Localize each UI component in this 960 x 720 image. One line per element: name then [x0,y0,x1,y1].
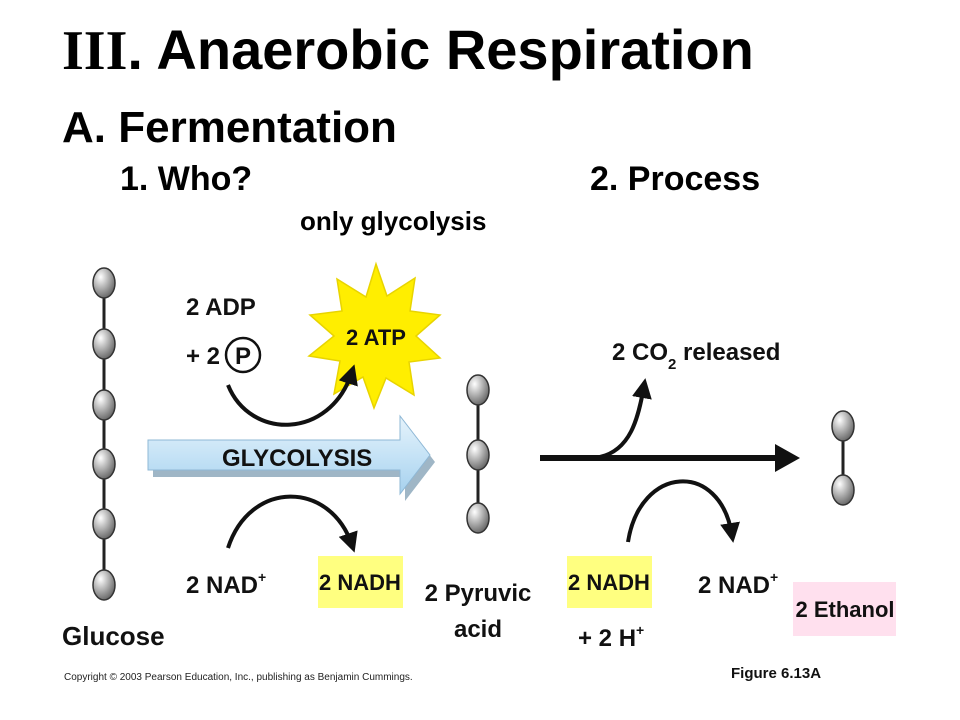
nadh-right-label: 2 NADH [568,570,650,595]
title-text: . Anaerobic Respiration [127,18,754,81]
phosphate-icon: P [224,336,262,374]
phosphate-label: P [235,343,251,370]
slide-title: III. Anaerobic Respiration [62,20,754,82]
adp-label: 2 ADP [186,294,256,321]
nad-left-label: 2 NAD+ [186,569,266,599]
co2-label: 2 CO2 released [612,339,780,373]
pyruvic-label-line2: acid [454,616,502,643]
section-heading: A. Fermentation [62,103,397,152]
ethanol-label: 2 Ethanol [795,597,894,622]
process-note: only glycolysis [300,206,487,236]
nadh-right-box [567,556,652,608]
copyright-text: Copyright © 2003 Pearson Education, Inc.… [64,672,413,683]
pyruvic-label-line1: 2 Pyruvic [425,580,532,607]
nadh-left-label: 2 NADH [319,570,401,595]
co2-release-arrow [599,378,652,459]
ethanol-molecule [831,410,855,506]
glucose-label: Glucose [62,621,165,651]
glucose-molecule [92,267,116,601]
point-who: 1. Who? [120,160,253,198]
plus-two-label: + 2 [186,343,220,370]
title-roman-numeral: III [62,20,128,82]
pyruvate-to-ethanol-arrowhead [775,444,800,472]
ethanol-box [793,582,896,636]
nadh-to-nad-arrow [626,479,740,543]
nadh-left-box [318,556,403,608]
point-process: 2. Process [590,160,761,198]
pyruvic-acid-molecule [466,374,490,534]
glycolysis-arrow: GLYCOLYSIS [147,414,435,501]
plus-2h-label: + 2 H+ [578,622,644,652]
adp-to-atp-arrow [226,364,358,427]
figure-label: Figure 6.13A [731,665,821,682]
nad-right-label: 2 NAD+ [698,569,778,599]
glycolysis-label: GLYCOLYSIS [222,445,372,472]
atp-label: 2 ATP [346,325,406,350]
nad-to-nadh-arrow [226,494,358,553]
